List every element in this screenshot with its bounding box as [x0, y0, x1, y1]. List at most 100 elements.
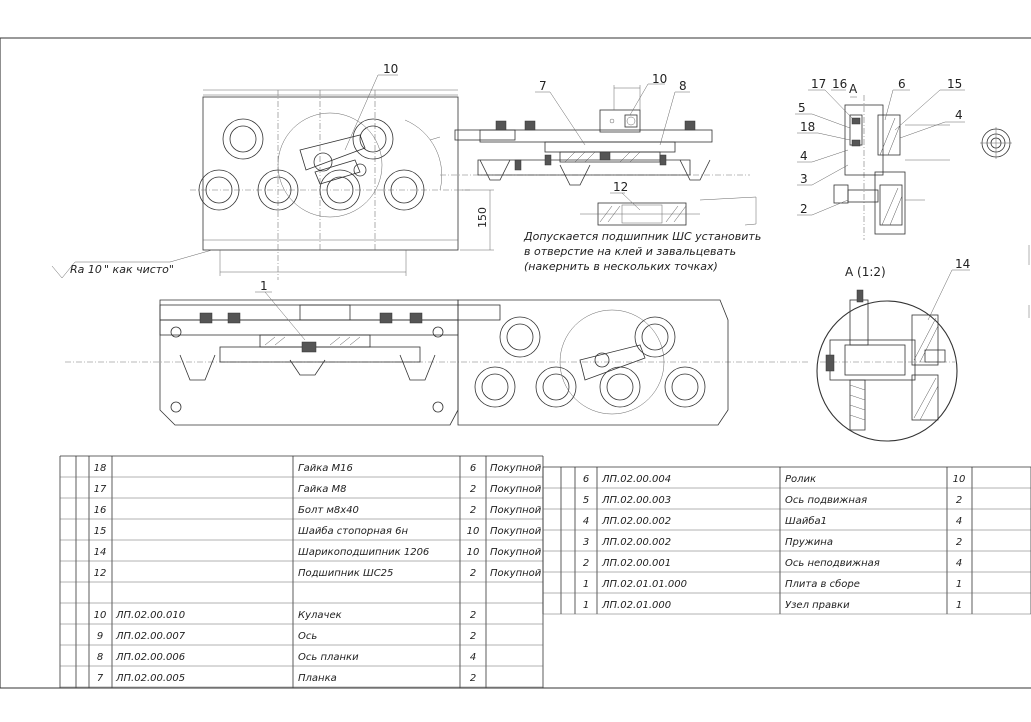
roughness-note: Ra 10 " как чисто" [51, 249, 213, 279]
spec-cell-name: Шарикоподшипник 1206 [298, 547, 429, 558]
section-12: 12 [580, 180, 757, 226]
spec-cell-designation: ЛП.02.01.000 [601, 600, 671, 611]
spec-cell-designation: ЛП.02.00.004 [601, 474, 671, 485]
spec-row: 14 Шарикоподшипник 1206 10 Покупной [60, 547, 543, 562]
spec-cell-pos: 12 [94, 568, 107, 579]
spec-cell-name: Гайка М16 [298, 463, 353, 474]
callout-2: 2 [800, 202, 808, 216]
spec-cell-name: Шайба1 [785, 515, 827, 527]
callout-17: 17 [811, 77, 826, 91]
callout-12: 12 [613, 180, 628, 194]
spec-cell-qty: 1 [956, 600, 962, 611]
spec-cell-note: Покупной [490, 484, 542, 495]
spec-cell-pos: 2 [583, 558, 589, 569]
callout-18: 18 [800, 120, 815, 134]
spec-cell-pos: 6 [583, 474, 589, 485]
spec-cell-qty: 10 [467, 547, 480, 558]
spec-cell-qty: 4 [956, 516, 962, 527]
note-line-3: (накернить в нескольких точках) [524, 260, 718, 273]
spec-cell-name: Шайба стопорная 6н [298, 525, 408, 537]
dim-150: 150 [476, 207, 489, 228]
callout-16: 16 [832, 77, 847, 91]
spec-cell-pos: 9 [97, 631, 103, 642]
callout-10-mid: 10 [652, 72, 667, 86]
side-section-view: 17 16 A 6 15 5 4 18 4 3 2 [795, 77, 965, 240]
roughness-text: " как чисто" [104, 263, 174, 276]
detail-A-label: А (1:2) [845, 265, 886, 279]
spec-cell-pos: 3 [583, 537, 589, 548]
spec-cell-note: Покупной [490, 547, 542, 558]
spec-cell-qty: 4 [470, 652, 476, 663]
spec-cell-note: Покупной [490, 526, 542, 537]
spec-cell-qty: 2 [470, 568, 476, 579]
callout-10-top: 10 [383, 62, 398, 76]
spec-cell-designation: ЛП.02.00.001 [601, 558, 671, 569]
spec-cell-designation: ЛП.02.00.002 [601, 537, 671, 548]
spec-cell-qty: 2 [470, 673, 476, 684]
spec-row: 15 Шайба стопорная 6н 10 Покупной [60, 525, 543, 541]
spec-cell-pos: 15 [94, 526, 107, 537]
spec-cell-pos: 1 [583, 600, 589, 611]
plan-view-top: 150 10 [190, 62, 494, 280]
spec-cell-designation: ЛП.02.00.010 [115, 610, 185, 621]
spec-cell-designation: ЛП.02.00.003 [601, 495, 671, 506]
spec-cell-note: Покупной [490, 568, 542, 579]
spec-cell-qty: 2 [470, 505, 476, 516]
spec-cell-pos: 16 [94, 505, 107, 516]
spec-row: 16 Болт м8х40 2 Покупной [60, 505, 543, 520]
note-line-2: в отверстие на клей и завальцевать [524, 245, 736, 258]
callout-5: 5 [798, 101, 806, 115]
spec-cell-name: Плита в сборе [785, 578, 860, 590]
spec-cell-qty: 10 [953, 474, 966, 485]
spec-cell-pos: 10 [94, 610, 107, 621]
spec-cell-name: Ролик [785, 474, 816, 485]
spec-cell-designation: ЛП.02.00.006 [115, 652, 185, 663]
callout-6: 6 [898, 77, 906, 91]
callout-4-left: 4 [800, 149, 808, 163]
callout-15: 15 [947, 77, 962, 91]
spec-cell-pos: 8 [97, 652, 103, 663]
spec-cell-qty: 1 [956, 579, 962, 590]
note-line-1: Допускается подшипник ШС установить [523, 230, 761, 243]
spec-row: 3 ЛП.02.00.002 Пружина 2 [543, 537, 1031, 552]
roughness-value: Ra 10 [70, 263, 102, 276]
spec-cell-note: Покупной [490, 463, 542, 474]
spec-cell-name: Планка [298, 673, 337, 684]
spec-cell-qty: 2 [956, 495, 962, 506]
spec-row: 6 ЛП.02.00.004 Ролик 10 [543, 474, 1031, 489]
callout-14: 14 [955, 257, 970, 271]
spec-cell-qty: 2 [956, 537, 962, 548]
spec-cell-qty: 6 [470, 463, 476, 474]
spec-cell-designation: ЛП.02.01.01.000 [601, 579, 687, 590]
spec-cell-pos: 4 [583, 516, 589, 527]
sheet-frame [0, 37, 1031, 689]
spec-cell-name: Болт м8х40 [298, 505, 359, 516]
spec-cell-pos: 14 [94, 547, 107, 558]
spec-cell-name: Подшипник ШС25 [298, 568, 393, 579]
front-view-top: 7 10 8 [440, 72, 750, 186]
spec-cell-pos: 17 [94, 484, 107, 495]
front-view-bottom: 1 [65, 279, 810, 426]
spec-cell-designation: ЛП.02.00.005 [115, 673, 185, 684]
spec-cell-qty: 10 [467, 526, 480, 537]
callout-8: 8 [679, 79, 687, 93]
spec-cell-name: Ось подвижная [785, 495, 867, 506]
callout-1: 1 [260, 279, 268, 293]
spec-cell-name: Пружина [785, 537, 833, 548]
spec-cell-designation: ЛП.02.00.007 [115, 631, 186, 642]
spec-cell-qty: 2 [470, 610, 476, 621]
assembly-note: Допускается подшипник ШС установить в от… [523, 230, 761, 273]
spec-cell-note: Покупной [490, 505, 542, 516]
